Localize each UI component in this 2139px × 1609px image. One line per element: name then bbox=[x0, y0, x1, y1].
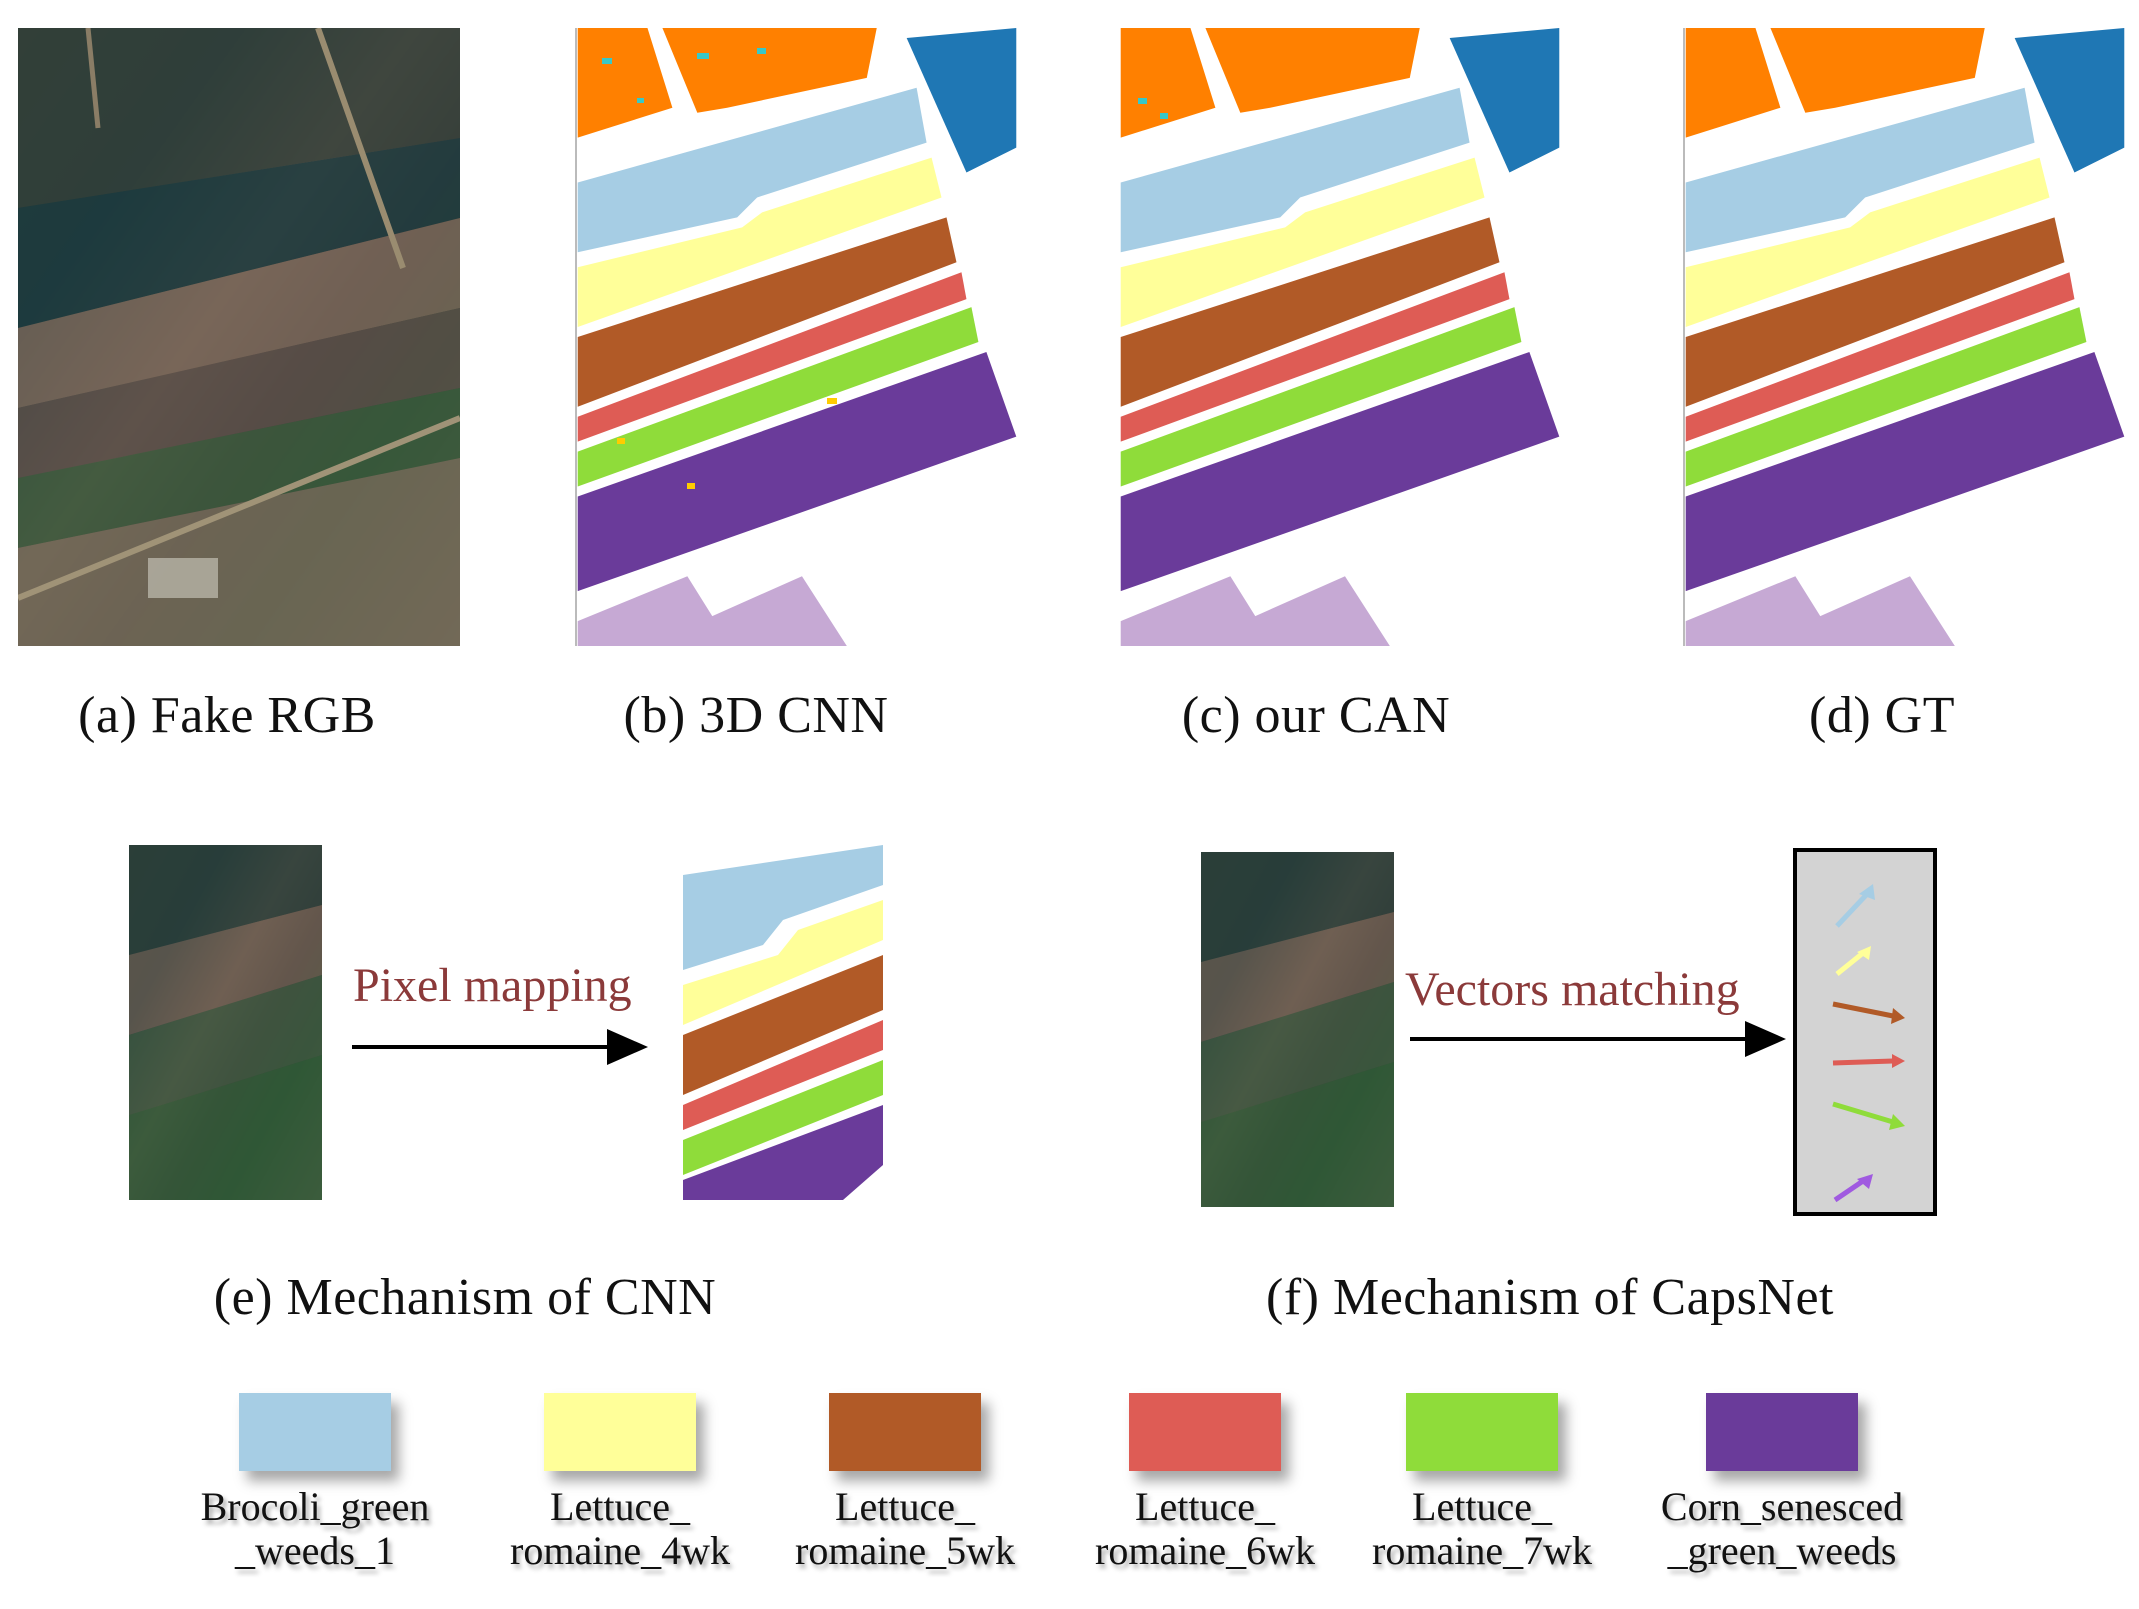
vector-arrow-4wk bbox=[1835, 951, 1865, 976]
vector-arrow-5wk bbox=[1832, 1001, 1894, 1019]
capsule-vectors-box bbox=[1793, 848, 1937, 1216]
legend-swatch bbox=[544, 1393, 696, 1471]
legend-swatch bbox=[1129, 1393, 1281, 1471]
cnn-output-map bbox=[683, 845, 883, 1200]
legend-swatch bbox=[1706, 1393, 1858, 1471]
ground-truth-map bbox=[1683, 28, 2125, 646]
vectors-matching-label: Vectors matching bbox=[1405, 963, 1740, 1016]
caption-d: (d) GT bbox=[1809, 687, 1955, 744]
legend-item: Lettuce_ romaine_7wk bbox=[1337, 1393, 1627, 1573]
caption-f: (f) Mechanism of CapsNet bbox=[1266, 1269, 1834, 1326]
can-classification-map bbox=[1120, 28, 1560, 646]
vector-arrow-brocoli bbox=[1835, 890, 1871, 928]
legend-swatch bbox=[829, 1393, 981, 1471]
vectors-matching-arrow bbox=[1410, 1017, 1790, 1061]
vector-arrow-corn bbox=[1833, 1178, 1865, 1203]
vector-arrow-7wk bbox=[1832, 1101, 1894, 1125]
legend-item: Corn_senesced _green_weeds bbox=[1637, 1393, 1927, 1573]
legend-item: Lettuce_ romaine_5wk bbox=[760, 1393, 1050, 1573]
legend-label: Lettuce_ romaine_4wk bbox=[510, 1484, 730, 1573]
legend-item: Lettuce_ romaine_4wk bbox=[475, 1393, 765, 1573]
legend-swatch bbox=[239, 1393, 391, 1471]
caption-a: (a) Fake RGB bbox=[78, 687, 376, 744]
legend-label: Lettuce_ romaine_6wk bbox=[1095, 1484, 1315, 1573]
cnn-3d-classification-map bbox=[575, 28, 1017, 646]
legend-swatch bbox=[1406, 1393, 1558, 1471]
legend-label: Corn_senesced _green_weeds bbox=[1660, 1484, 1904, 1573]
capsnet-input-patch bbox=[1201, 852, 1394, 1207]
pixel-mapping-label: Pixel mapping bbox=[353, 959, 632, 1012]
pixel-mapping-arrow bbox=[352, 1025, 652, 1069]
legend-label: Brocoli_green _weeds_1 bbox=[200, 1484, 430, 1573]
legend-item: Brocoli_green _weeds_1 bbox=[170, 1393, 460, 1573]
fake-rgb-image bbox=[18, 28, 460, 646]
legend-item: Lettuce_ romaine_6wk bbox=[1060, 1393, 1350, 1573]
legend-label: Lettuce_ romaine_7wk bbox=[1372, 1484, 1592, 1573]
legend-label: Lettuce_ romaine_5wk bbox=[795, 1484, 1015, 1573]
caption-b: (b) 3D CNN bbox=[623, 687, 889, 744]
cnn-input-patch bbox=[129, 845, 322, 1200]
caption-e: (e) Mechanism of CNN bbox=[213, 1269, 717, 1326]
caption-c: (c) our CAN bbox=[1181, 687, 1451, 744]
vector-arrow-6wk bbox=[1832, 1058, 1894, 1066]
